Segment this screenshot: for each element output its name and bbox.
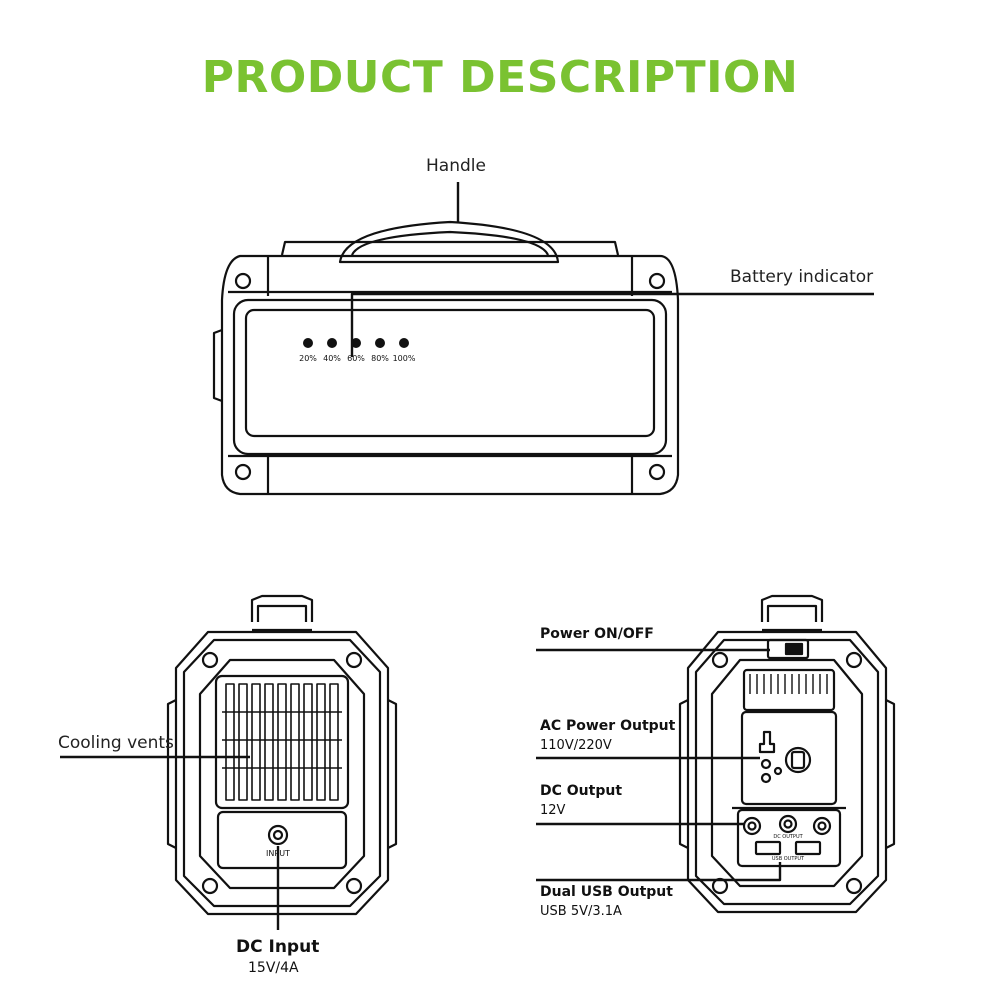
battery-level-label: 20% xyxy=(299,354,317,363)
battery-led xyxy=(303,338,313,348)
input-side-device xyxy=(166,594,398,916)
input-port-label: INPUT xyxy=(266,849,290,858)
battery-led xyxy=(351,338,361,348)
vent-slat xyxy=(303,683,313,801)
cooling-vents-label: Cooling vents xyxy=(58,733,174,753)
vent-slat xyxy=(329,683,339,801)
battery-led xyxy=(327,338,337,348)
power-switch-label: Power ON/OFF xyxy=(540,626,654,642)
vent-slat xyxy=(290,683,300,801)
cooling-vents xyxy=(222,683,342,801)
usb-output-ports xyxy=(754,840,822,856)
dc-input-value: 15V/4A xyxy=(248,960,299,976)
vent-slat xyxy=(316,683,326,801)
usb-output-title: Dual USB Output xyxy=(540,884,673,900)
ac-output-value: 110V/220V xyxy=(540,738,612,753)
output-side-device xyxy=(678,594,896,914)
usb-output-value: USB 5V/3.1A xyxy=(540,904,622,919)
battery-led xyxy=(399,338,409,348)
page-title: PRODUCT DESCRIPTION xyxy=(201,52,799,103)
ac-panel-vents xyxy=(749,674,828,694)
battery-indicator-label: Battery indicator xyxy=(730,267,874,287)
battery-level-label: 60% xyxy=(347,354,365,363)
battery-led xyxy=(375,338,385,348)
ac-output-title: AC Power Output xyxy=(540,718,676,734)
battery-level-labels: 20% 40% 60% 80% 100% xyxy=(299,354,416,363)
vent-slat xyxy=(264,683,274,801)
dc-output-port-label: DC OUTPUT xyxy=(773,834,803,840)
battery-indicator-leds xyxy=(303,338,409,348)
vent-slat xyxy=(277,683,287,801)
vent-slat xyxy=(251,683,261,801)
battery-level-label: 40% xyxy=(323,354,341,363)
battery-level-label: 100% xyxy=(393,354,416,363)
vent-slat xyxy=(225,683,235,801)
ac-socket xyxy=(758,730,812,784)
handle-label: Handle xyxy=(426,156,486,176)
dc-output-title: DC Output xyxy=(540,783,623,799)
dc-output-ports xyxy=(742,814,832,836)
callout-lines xyxy=(60,182,874,930)
vent-slat xyxy=(238,683,248,801)
dc-output-value: 12V xyxy=(540,803,566,818)
usb-output-port-label: USB OUTPUT xyxy=(772,856,805,862)
handle xyxy=(338,220,560,264)
dc-input-title: DC Input xyxy=(236,937,320,957)
front-view-device xyxy=(212,220,680,496)
dc-input-port xyxy=(267,824,289,846)
battery-level-label: 80% xyxy=(371,354,389,363)
